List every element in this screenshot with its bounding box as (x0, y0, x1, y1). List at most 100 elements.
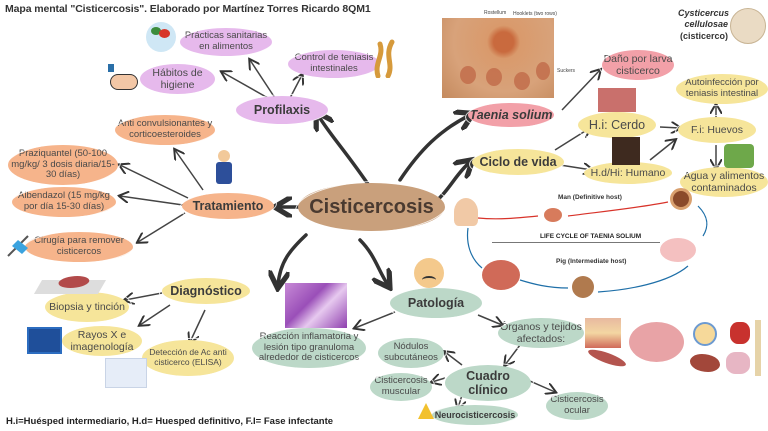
cuadro-item-label: Neurocisticercosis (434, 409, 516, 420)
cuadro-item-nodulos[interactable]: Nódulos subcutáneos (378, 338, 444, 368)
diagnostico-item-label: Detección de Ac anti cisticerco (ELISA) (149, 347, 227, 367)
lifecycle-pig-label: Pig (Intermediate host) (556, 258, 627, 265)
lifecycle-man-label: Man (Definitive host) (558, 194, 622, 201)
taenia-dano-label: Daño por larva cisticerco (603, 52, 673, 77)
tissue-slide-icon (33, 276, 107, 294)
steve-head-icon (612, 137, 640, 165)
profilaxis-item-label: Control de teniasis intestinales (294, 52, 374, 74)
cuadro-item-ocular[interactable]: Cisticercosis ocular (546, 392, 608, 420)
ciclo-hi-cerdo[interactable]: H.i: Cerdo (578, 112, 656, 138)
tratamiento-item-cirugia[interactable]: Cirugía para remover cisticercos (25, 232, 133, 262)
ciclo-node[interactable]: Ciclo de vida (472, 149, 564, 175)
muscle-icon (586, 346, 628, 370)
patologia-reaccion[interactable]: Reacción inflamatoria y lesión tipo gran… (252, 328, 366, 368)
center-node[interactable]: Cisticercosis (298, 183, 445, 231)
patologia-organos[interactable]: Órganos y tejidos afectados: (498, 318, 584, 348)
spine-icon (755, 320, 761, 376)
cysticercus-illustration (730, 8, 766, 44)
taenia-label: Taenia solium (469, 107, 553, 122)
diagnostico-item-label: Biopsia y tinción (49, 300, 125, 313)
lifecycle-arrows (466, 201, 708, 293)
skin-icon (585, 318, 621, 348)
cysticercus-common: (cisticerco) (679, 30, 728, 41)
profilaxis-node[interactable]: Profilaxis (236, 96, 328, 124)
lifecycle-title-rule (492, 242, 660, 243)
cuadro-clinico-label: Cuadro clínico (466, 368, 510, 397)
diagnostico-item-elisa[interactable]: Detección de Ac anti cisticerco (ELISA) (142, 340, 234, 376)
link-center-taenia (398, 115, 470, 182)
heart-icon (730, 322, 750, 344)
egg-icon (670, 188, 692, 210)
tratamiento-node[interactable]: Tratamiento (182, 193, 274, 219)
patologia-organos-label: Órganos y tejidos afectados: (500, 320, 582, 345)
ciclo-fi-huevos[interactable]: F.i: Huevos (678, 117, 756, 143)
cuadro-item-muscular[interactable]: Cisticercosis muscular (370, 373, 432, 401)
tratamiento-item-label: Cirugía para remover cisticercos (34, 235, 124, 257)
link-center-profilaxis (318, 115, 374, 192)
sad-face-icon (414, 258, 444, 288)
ciclo-autoinfeccion[interactable]: Autoinfección por teniasis intestinal (676, 74, 768, 104)
profilaxis-item-higiene[interactable]: Hábitos de higiene (140, 64, 215, 94)
eye-icon (693, 322, 717, 346)
brain-icon (629, 322, 684, 362)
tratamiento-item-label: Praziquantel (50-100 mg/kg/ 3 dosis diar… (11, 147, 115, 181)
tratamiento-item-label: Anti convulsionantes y corticoesteroides (117, 118, 213, 140)
cysticercus-muscle-icon (482, 260, 520, 290)
oncosphere-icon (572, 276, 594, 298)
scolex-label-rostellum: Rostellum (484, 10, 507, 16)
handwashing-icon (104, 62, 138, 90)
vegetables-icon (146, 22, 176, 52)
tratamiento-label: Tratamiento (192, 198, 264, 213)
tratamiento-item-anticonvulsionantes[interactable]: Anti convulsionantes y corticoesteroides (115, 115, 215, 145)
profilaxis-label: Profilaxis (253, 102, 311, 117)
scalpel-icon (6, 232, 32, 258)
life-cycle-diagram: Man (Definitive host) LIFE CYCLE OF TAEN… (448, 188, 720, 300)
tratamiento-item-label: Albendazol (15 mg/kg por día 15-30 días) (18, 190, 110, 212)
tratamiento-item-albendazol[interactable]: Albendazol (15 mg/kg por día 15-30 días) (12, 187, 116, 217)
taenia-node[interactable]: Taenia solium (468, 103, 554, 127)
lungs-icon (726, 352, 750, 374)
cysticercus-cellulosae-text: Cysticercus cellulosae (cisticerco) (678, 8, 730, 42)
doctor-character-icon (212, 150, 236, 190)
lifecycle-title: LIFE CYCLE OF TAENIA SOLIUM (540, 233, 642, 240)
diagnostico-item-rayos[interactable]: Rayos X e imagenología (62, 326, 142, 356)
cuadro-clinico-node[interactable]: Cuadro clínico (445, 365, 531, 401)
xray-icon (27, 327, 62, 354)
patologia-reaccion-label: Reacción inflamatoria y lesión tipo gran… (258, 330, 360, 364)
patologia-label: Patología (407, 295, 465, 310)
warning-icon (418, 403, 434, 419)
pig-figure-icon (660, 238, 696, 262)
organs-illustration (585, 318, 765, 378)
taenia-dano[interactable]: Daño por larva cisticerco (602, 50, 674, 80)
cuadro-item-label: Nódulos subcutáneos (384, 341, 438, 363)
liver-icon (690, 354, 720, 372)
human-figure-icon (454, 198, 478, 226)
taenia-scolex-image (442, 18, 554, 98)
profilaxis-item-practicas[interactable]: Prácticas sanitarias en alimentos (180, 28, 272, 56)
cysticercus-name: Cysticercus cellulosae (678, 8, 730, 30)
food-water-icon (724, 144, 754, 168)
ciclo-hi-label: H.i: Cerdo (588, 117, 646, 132)
cuadro-item-neuro[interactable]: Neurocisticercosis (432, 405, 518, 425)
worm-icon (372, 38, 402, 79)
ciclo-agua-label: Agua y alimentos contaminados (683, 169, 765, 194)
patologia-node[interactable]: Patología (390, 288, 482, 318)
link-center-diagnostico (278, 233, 308, 285)
profilaxis-item-label: Hábitos de higiene (152, 66, 203, 91)
link-center-patologia (358, 238, 388, 285)
pig-block-icon (598, 88, 636, 112)
ciclo-hd-humano[interactable]: H.d/Hi: Humano (584, 162, 672, 184)
profilaxis-item-control[interactable]: Control de teniasis intestinales (288, 50, 380, 78)
antibody-icon (105, 358, 147, 388)
diagnostico-item-biopsia[interactable]: Biopsia y tinción (45, 292, 129, 322)
ciclo-hd-label: H.d/Hi: Humano (590, 166, 666, 179)
ciclo-label: Ciclo de vida (479, 154, 557, 169)
profilaxis-item-label: Prácticas sanitarias en alimentos (184, 30, 268, 52)
cysticercus-human-icon (544, 208, 562, 222)
ciclo-fi-label: F.i: Huevos (691, 123, 743, 136)
tratamiento-item-praziquantel[interactable]: Praziquantel (50-100 mg/kg/ 3 dosis diar… (8, 145, 118, 185)
ciclo-agua[interactable]: Agua y alimentos contaminados (680, 167, 768, 197)
abbreviations-legend: H.i=Huésped intermediario, H.d= Huesped … (6, 416, 334, 427)
diagnostico-node[interactable]: Diagnóstico (162, 278, 250, 304)
diagnostico-label: Diagnóstico (170, 283, 242, 298)
